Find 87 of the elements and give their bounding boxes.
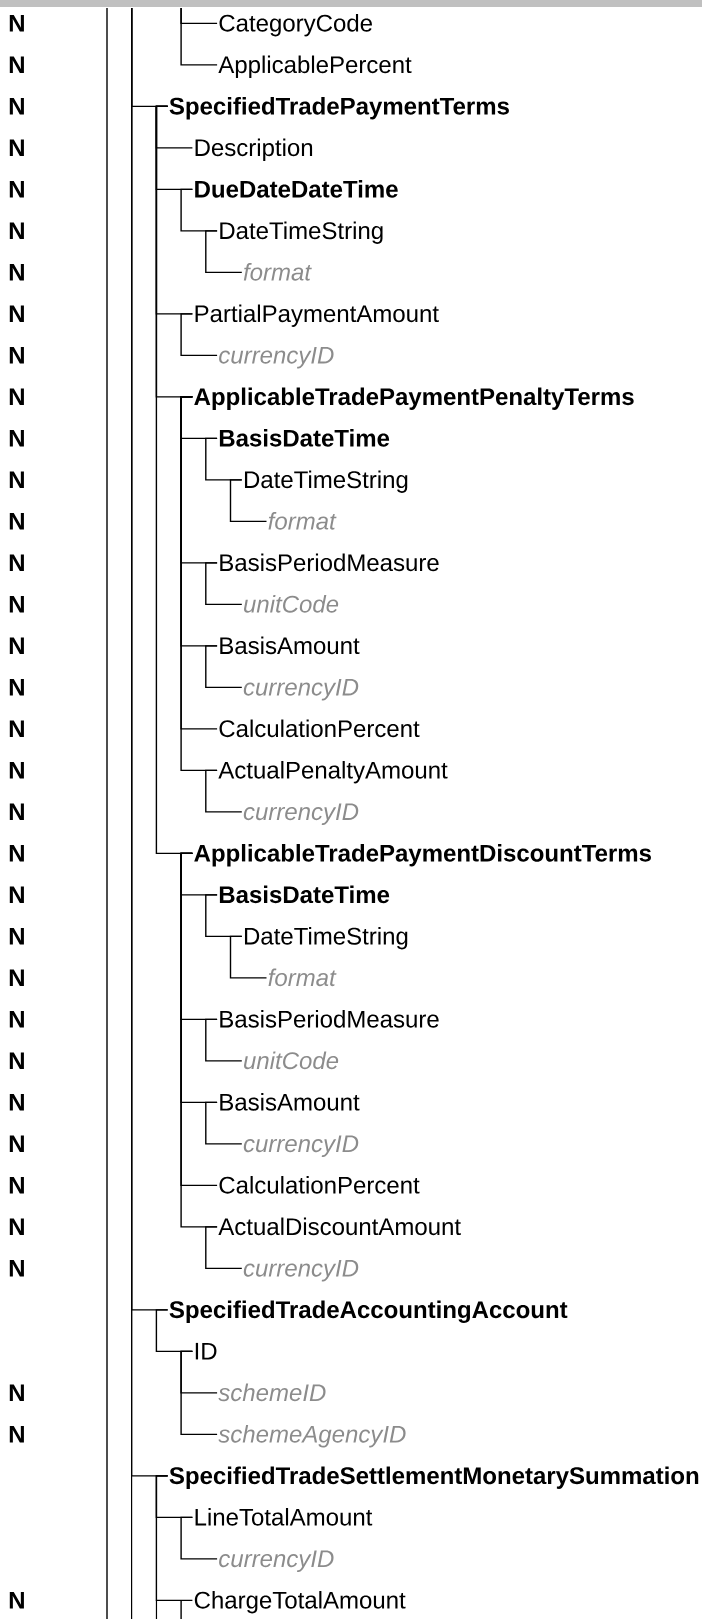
element-label: ChargeTotalAmount: [194, 1591, 406, 1614]
flag-label: N: [9, 1218, 24, 1235]
element-label: ActualPenaltyAmount: [218, 761, 448, 784]
attribute-label: currencyID: [219, 1550, 334, 1572]
element-label: SpecifiedTradePaymentTerms: [169, 97, 509, 120]
attribute-label: unitCode: [244, 1051, 339, 1070]
flag-label: N: [9, 263, 24, 281]
flag-label: N: [9, 886, 24, 903]
element-label: LineTotalAmount: [195, 1508, 373, 1526]
tree-connector: [180, 1350, 218, 1436]
tree-connector: [205, 1101, 243, 1145]
flag-label: N: [9, 512, 24, 530]
element-label: ApplicableTradePaymentPenaltyTerms: [194, 387, 634, 410]
element-label: PartialPaymentAmount: [195, 304, 439, 327]
tree-connector: [205, 230, 243, 274]
attribute-label: currencyID: [243, 1135, 359, 1157]
attribute-label: currencyID: [243, 678, 359, 701]
flag-label: N: [9, 1591, 24, 1609]
flag-label: N: [9, 678, 24, 696]
element-label: ID: [195, 1342, 217, 1360]
attribute-label: schemeID: [218, 1383, 326, 1402]
flag-label: N: [9, 56, 24, 73]
attribute-label: currencyID: [219, 346, 334, 369]
tree-connector: [205, 1226, 243, 1270]
tree-connector: [155, 1475, 194, 1602]
tree-connector: [205, 769, 243, 813]
flag-label: N: [9, 761, 24, 779]
flag-label: N: [9, 305, 24, 322]
tree-connector: [180, 1516, 218, 1560]
flag-label: N: [9, 222, 24, 239]
flag-label: N: [9, 180, 24, 198]
tree-connector: [229, 479, 268, 523]
element-label: DueDateDateTime: [195, 180, 398, 198]
flag-label: N: [9, 139, 24, 156]
flag-label: N: [9, 1259, 24, 1277]
tree-connector: [229, 935, 268, 979]
flag-label: N: [9, 844, 24, 862]
flag-label: N: [9, 1176, 24, 1194]
element-label: DateTimeString: [245, 927, 408, 950]
element-label: BasisAmount: [220, 636, 360, 655]
attribute-label: format: [268, 512, 337, 530]
flag-label: N: [9, 1135, 24, 1152]
tree-connector: [205, 562, 243, 606]
element-label: DateTimeString: [220, 221, 383, 244]
element-label: BasisPeriodMeasure: [220, 553, 439, 572]
flag-label: N: [9, 720, 24, 737]
attribute-label: format: [243, 263, 312, 281]
flag-label: N: [9, 1384, 24, 1401]
flag-label: N: [9, 1425, 24, 1443]
attribute-label: currencyID: [243, 803, 359, 825]
flag-label: N: [9, 346, 24, 364]
element-label: Description: [195, 138, 313, 161]
element-label: BasisDateTime: [219, 885, 390, 904]
flag-label: N: [9, 969, 24, 986]
element-label: BasisAmount: [220, 1093, 360, 1111]
tree-connector: [205, 1018, 243, 1062]
element-label: ActualDiscountAmount: [218, 1217, 461, 1236]
flag-label: N: [9, 97, 24, 115]
flag-label: N: [9, 14, 24, 32]
attribute-label: currencyID: [243, 1259, 359, 1282]
flag-label: N: [9, 1052, 24, 1069]
flag-label: N: [9, 927, 24, 945]
element-label: BasisDateTime: [219, 429, 390, 447]
element-label: BasisPeriodMeasure: [220, 1010, 439, 1028]
flag-label: N: [9, 1010, 24, 1028]
flag-label: N: [9, 471, 24, 488]
element-label: SpecifiedTradeAccountingAccount: [169, 1300, 568, 1323]
flag-label: N: [9, 554, 24, 571]
element-label: CategoryCode: [219, 14, 372, 37]
tree-connector: [205, 645, 243, 689]
flag-label: N: [9, 803, 24, 820]
element-label: SpecifiedTradeSettlementMonetarySummation: [169, 1466, 699, 1489]
flag-label: N: [9, 1093, 24, 1111]
tree-connector: [180, 313, 218, 357]
attribute-label: format: [268, 968, 337, 987]
flag-label: N: [9, 637, 24, 654]
flag-label: N: [9, 595, 24, 613]
element-label: ApplicablePercent: [218, 55, 412, 78]
flag-label: N: [9, 429, 24, 447]
attribute-label: schemeAgencyID: [218, 1425, 406, 1448]
tree-connector: [180, 7, 218, 66]
element-label: ApplicableTradePaymentDiscountTerms: [194, 844, 651, 867]
element-label: CalculationPercent: [219, 719, 420, 738]
element-label: DateTimeString: [245, 470, 408, 493]
element-label: CalculationPercent: [219, 1176, 420, 1194]
attribute-label: unitCode: [244, 595, 339, 613]
flag-label: N: [9, 388, 24, 405]
